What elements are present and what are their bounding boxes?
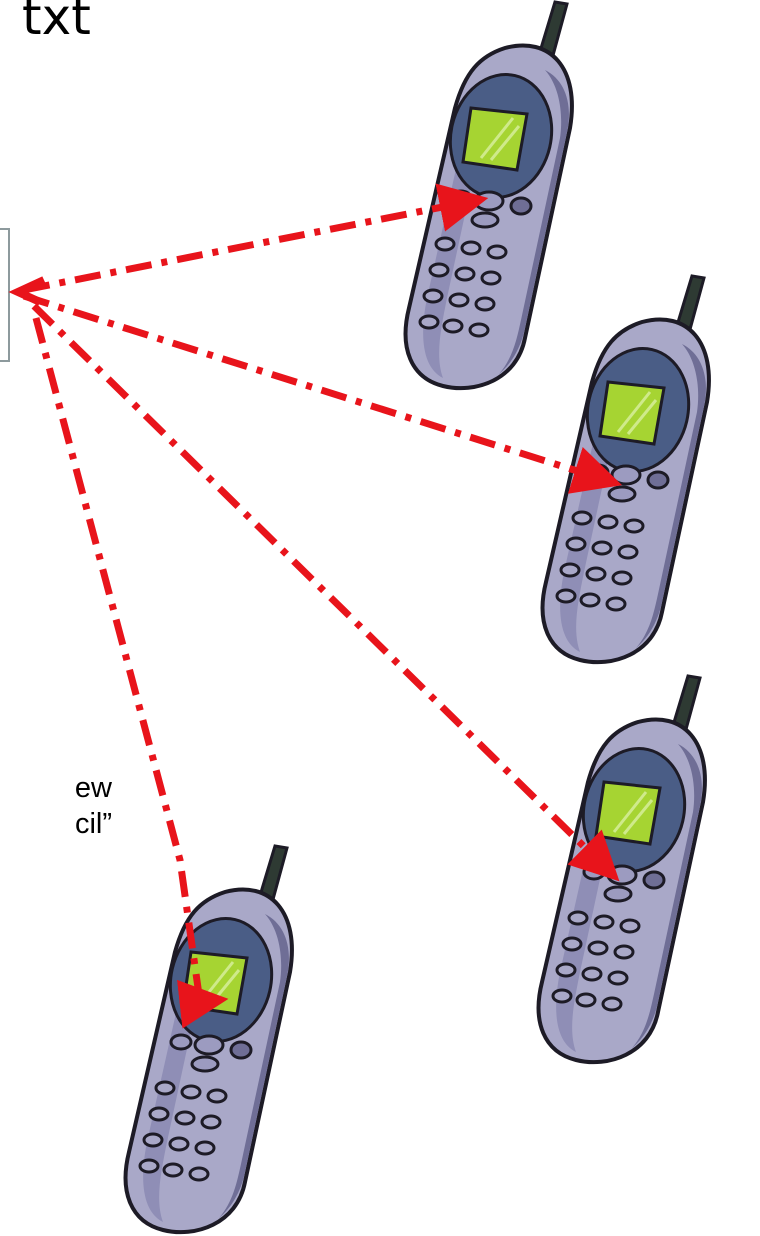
mobile-phone-icon bbox=[406, 2, 572, 388]
connector-arrow-phone-1 bbox=[24, 200, 478, 290]
mobile-phone-icon bbox=[126, 846, 292, 1232]
mobile-phone-icon bbox=[539, 676, 705, 1062]
mobile-phone-icon bbox=[543, 276, 709, 662]
connector-arrow-phone-4 bbox=[36, 318, 218, 1002]
